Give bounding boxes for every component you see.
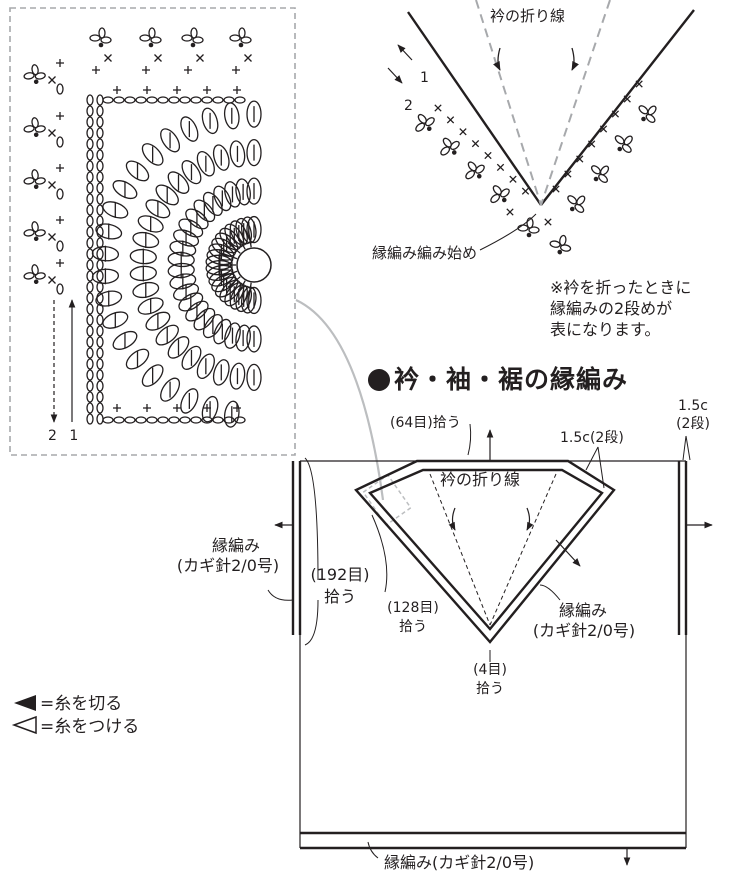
fold-line-right — [540, 0, 611, 206]
stitch-chart-frame — [9, 7, 296, 456]
label-edge-collar-b: (カギ針2/0号) — [532, 621, 636, 640]
collar-fold-arrow-right — [526, 507, 534, 531]
label-row2: 2 — [404, 98, 413, 114]
label-row1: 1 — [420, 70, 429, 86]
collar-fold-dash-left — [429, 473, 491, 626]
note-line-3: 表になります。 — [550, 320, 661, 339]
collar-inner-edge — [368, 468, 604, 631]
stitch-chart-symbols — [23, 27, 262, 428]
section-title-text: 衿・袖・裾の縁編み — [394, 365, 629, 394]
label-128-a: (128目) — [387, 600, 439, 616]
collar-fold-arrow-left — [448, 507, 456, 531]
section-title: 衿・袖・裾の縁編み — [368, 365, 629, 395]
collar-outer-edge — [354, 459, 616, 644]
legend-attach-yarn: =糸をつける — [40, 717, 140, 737]
start-leader — [479, 213, 537, 251]
v-edge-left — [407, 11, 542, 206]
label-128-b: 拾う — [399, 619, 427, 635]
leader-64 — [467, 423, 472, 456]
label-edge-collar-a: 縁編み — [558, 601, 607, 620]
label-fold-line-top: 衿の折り線 — [490, 7, 566, 25]
label-edge-left-b: (カギ針2/0号) — [176, 556, 280, 575]
label-edge-left-a: 縁編み — [211, 536, 260, 555]
v-edge-right — [540, 9, 695, 206]
row2-arrow — [387, 67, 403, 84]
leader-width-right — [682, 435, 691, 461]
fold-arrow-right — [571, 47, 579, 71]
arrow-diag-collar — [555, 539, 581, 567]
label-width-collar: 1.5c(2段) — [560, 430, 624, 446]
label-192-b: 拾う — [323, 587, 356, 606]
label-192-a: (192目) — [310, 565, 370, 584]
leader-hem — [367, 841, 379, 859]
label-fold-line-main: 衿の折り線 — [440, 470, 521, 489]
fold-line-left — [475, 0, 542, 206]
chart-center-ring — [236, 247, 272, 283]
leader-192 — [304, 457, 319, 646]
leader-128 — [371, 514, 388, 593]
filled-triangle-icon — [14, 695, 36, 711]
note-line-1: ※衿を折ったときに — [550, 278, 692, 297]
detail-leader-line — [295, 299, 385, 501]
fold-arrow-left — [493, 47, 501, 71]
outline-triangle-icon — [11, 715, 37, 735]
v-collar-stitch-symbols — [415, 80, 657, 255]
label-width-right-b: (2段) — [676, 416, 710, 432]
label-4-a: (4目) — [473, 662, 507, 678]
detail-callout-box — [362, 473, 412, 527]
label-4-b: 拾う — [476, 681, 504, 697]
row1-arrow — [397, 44, 413, 61]
label-edge-bottom: 縁編み(カギ針2/0号) — [384, 853, 535, 872]
bullet-icon — [368, 369, 390, 391]
legend-cut-yarn: =糸を切る — [40, 694, 123, 714]
note-line-2: 縁編みの2段めが — [550, 299, 673, 318]
label-row-numbers-left: 2 1 — [48, 428, 83, 444]
leader-edge-collar — [539, 584, 561, 601]
leader-width-collar — [585, 446, 605, 489]
label-start: 縁編み編み始め — [372, 244, 478, 262]
label-width-right-a: 1.5c — [678, 398, 708, 414]
label-64-a: (64目)拾う — [390, 415, 461, 431]
leader-edge-left — [267, 589, 294, 601]
